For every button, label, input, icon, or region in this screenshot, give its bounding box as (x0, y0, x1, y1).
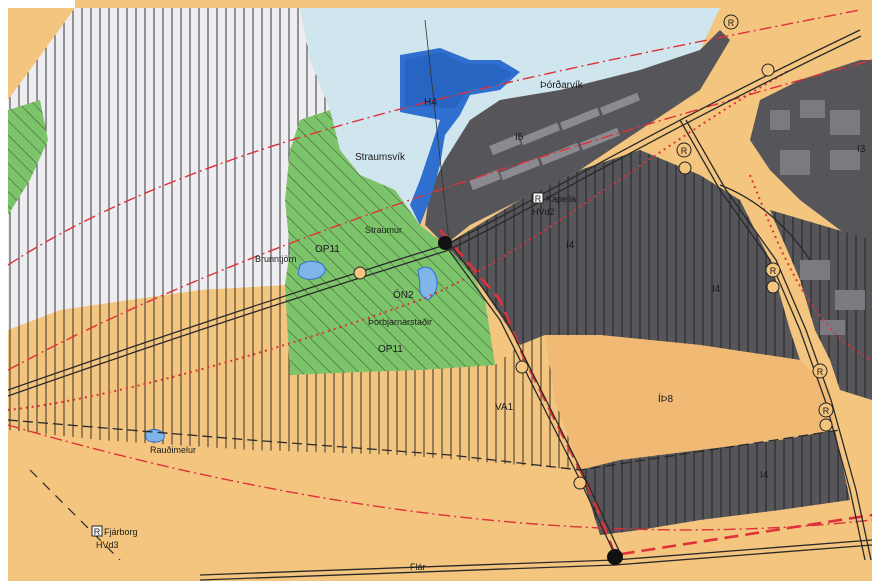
pin-icon-kapella: R (532, 192, 544, 204)
label-fjarborg: Fjárborg (104, 527, 138, 537)
label-flar: Flár (410, 562, 426, 572)
roundabout-5 (766, 280, 780, 294)
label-hvd3: HVd3 (96, 540, 119, 550)
roundabout-markers: R R R R R (676, 14, 834, 432)
label-raudimelur: Rauðimelur (150, 445, 196, 455)
label-va1: VA1 (495, 402, 514, 413)
harbor-area-h4 (400, 48, 520, 225)
svg-text:R: R (728, 18, 735, 28)
svg-text:R: R (770, 266, 777, 276)
boundary-dotted-2 (749, 174, 872, 361)
pond-brunntjorn (297, 260, 326, 280)
label-fjordarvik: Þórðarvík (540, 79, 584, 91)
boundary-dotted-1 (7, 69, 791, 411)
buildings-i3 (770, 100, 860, 175)
pin-icon-fjarborg: R (91, 525, 103, 537)
label-i4-mid: I4 (566, 240, 575, 251)
svg-text:R: R (681, 146, 688, 156)
hatched-yellow-band (8, 285, 580, 470)
svg-text:R: R (535, 194, 542, 204)
svg-text:R: R (94, 527, 101, 537)
label-thorbjarnarstadir: Þorbjarnarstaðir (368, 317, 432, 327)
label-i4-right: I4 (712, 284, 721, 295)
industrial-area-i3 (750, 60, 872, 250)
label-i4-bottom: I4 (760, 470, 769, 481)
label-straumur: Straumur (365, 225, 402, 235)
label-op11-top: OP11 (315, 244, 340, 255)
label-ip8: ÍÞ8 (658, 392, 673, 405)
roundabout-2: R (676, 142, 692, 158)
label-straumsvik: Straumsvík (355, 152, 406, 163)
label-on2: ÓN2 (393, 288, 414, 301)
roundabout-4: R (765, 262, 781, 278)
svg-text:R: R (823, 406, 830, 416)
boundary-dashed-red (439, 229, 872, 557)
label-hvd2: HVd2 (532, 207, 555, 217)
label-op11-bottom: OP11 (378, 344, 403, 355)
label-h4: H4 (424, 97, 437, 108)
roundabout-6: R (812, 363, 828, 379)
roundabout-3 (678, 161, 692, 175)
industrial-area-dark (425, 30, 730, 245)
label-kapella: Kapella (546, 194, 576, 204)
road-markers (353, 63, 775, 490)
road-dashed (7, 419, 841, 471)
label-i3: I3 (857, 144, 866, 155)
svg-text:R: R (817, 367, 824, 377)
boundary-dashdot-3 (7, 424, 872, 531)
junction-node-2 (607, 549, 623, 565)
junction-node-1 (438, 236, 452, 250)
sports-area-ip8 (545, 335, 835, 470)
roundabout-1: R (723, 14, 739, 30)
label-i5: I5 (515, 132, 524, 143)
roundabout-8 (819, 418, 833, 432)
label-brunntjorn: Brunntjörn (255, 254, 297, 264)
roundabout-7: R (818, 402, 834, 418)
